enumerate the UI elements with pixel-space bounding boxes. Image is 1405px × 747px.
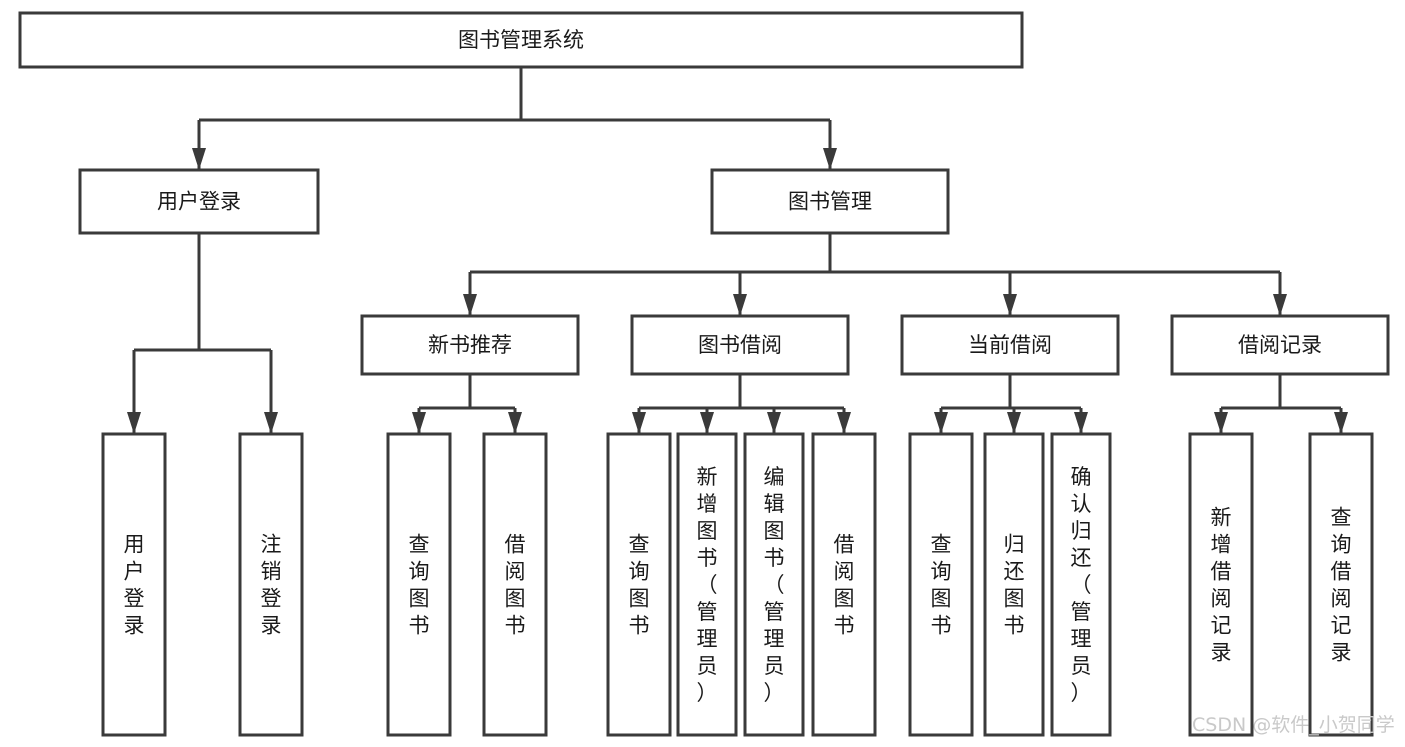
node-box-leaf-add-borrow-record[interactable] bbox=[1188, 432, 1254, 737]
leaf-fan-borrow-record-arrow-0 bbox=[1214, 412, 1228, 434]
root-to-level1-arrow-1 bbox=[823, 148, 837, 170]
leaf-fan-new-book-recommend-arrow-1 bbox=[508, 412, 522, 434]
node-box-current-borrow[interactable] bbox=[900, 314, 1120, 376]
node-label-leaf-add-borrow-record: 新增借阅记录 bbox=[1211, 506, 1232, 665]
bm-to-level2-arrow-1 bbox=[733, 294, 747, 316]
node-leaf-query-book-new[interactable]: 查询图书 bbox=[386, 432, 452, 737]
node-book-borrow[interactable]: 图书借阅 bbox=[630, 314, 850, 376]
node-label-root: 图书管理系统 bbox=[458, 28, 584, 52]
node-label-leaf-return-book: 归还图书 bbox=[1004, 533, 1025, 638]
bm-to-level2-arrow-2 bbox=[1003, 294, 1017, 316]
leaf-fan-book-borrow-arrow-3 bbox=[837, 412, 851, 434]
leaf-fan-book-borrow-arrow-0 bbox=[632, 412, 646, 434]
node-leaf-query-book-current[interactable]: 查询图书 bbox=[908, 432, 974, 737]
node-box-leaf-query-book-borrow[interactable] bbox=[606, 432, 672, 737]
node-box-book-management[interactable] bbox=[710, 168, 950, 235]
node-box-leaf-edit-book-admin[interactable] bbox=[743, 432, 805, 737]
node-leaf-borrow-book[interactable]: 借阅图书 bbox=[811, 432, 877, 737]
leaf-fan-user-login-arrow-0 bbox=[127, 412, 141, 434]
node-box-borrow-record[interactable] bbox=[1170, 314, 1390, 376]
node-label-leaf-borrow-book-new: 借阅图书 bbox=[505, 533, 526, 638]
node-leaf-confirm-return-admin[interactable]: 确认归还（管理员） bbox=[1050, 432, 1112, 737]
node-label-leaf-user-logout: 注销登录 bbox=[261, 533, 282, 638]
node-label-user-login: 用户登录 bbox=[157, 190, 241, 214]
node-box-leaf-user-logout[interactable] bbox=[238, 432, 304, 737]
node-label-leaf-query-book-borrow: 查询图书 bbox=[629, 533, 650, 638]
node-box-leaf-return-book[interactable] bbox=[983, 432, 1045, 737]
node-box-root[interactable] bbox=[18, 11, 1024, 69]
node-box-leaf-query-book-current[interactable] bbox=[908, 432, 974, 737]
root-to-level1-arrow-0 bbox=[192, 148, 206, 170]
node-label-new-book-recommend: 新书推荐 bbox=[428, 333, 512, 357]
node-label-leaf-edit-book-admin: 编辑图书（管理员） bbox=[764, 465, 785, 705]
node-borrow-record[interactable]: 借阅记录 bbox=[1170, 314, 1390, 376]
node-label-leaf-user-login: 用户登录 bbox=[124, 533, 145, 638]
node-label-leaf-query-borrow-record: 查询借阅记录 bbox=[1331, 506, 1352, 665]
node-leaf-borrow-book-new[interactable]: 借阅图书 bbox=[482, 432, 548, 737]
node-label-leaf-add-book-admin: 新增图书（管理员） bbox=[697, 465, 718, 705]
node-box-new-book-recommend[interactable] bbox=[360, 314, 580, 376]
node-box-leaf-query-book-new[interactable] bbox=[386, 432, 452, 737]
node-leaf-add-book-admin[interactable]: 新增图书（管理员） bbox=[676, 432, 738, 737]
node-box-leaf-query-borrow-record[interactable] bbox=[1308, 432, 1374, 737]
node-new-book-recommend[interactable]: 新书推荐 bbox=[360, 314, 580, 376]
node-box-leaf-borrow-book-new[interactable] bbox=[482, 432, 548, 737]
leaf-fan-new-book-recommend-arrow-0 bbox=[412, 412, 426, 434]
node-label-leaf-confirm-return-admin: 确认归还（管理员） bbox=[1071, 465, 1092, 705]
leaf-fan-current-borrow-arrow-2 bbox=[1074, 412, 1088, 434]
node-current-borrow[interactable]: 当前借阅 bbox=[900, 314, 1120, 376]
node-label-borrow-record: 借阅记录 bbox=[1238, 333, 1322, 357]
node-label-book-borrow: 图书借阅 bbox=[698, 333, 782, 357]
node-label-leaf-borrow-book: 借阅图书 bbox=[834, 533, 855, 638]
node-leaf-edit-book-admin[interactable]: 编辑图书（管理员） bbox=[743, 432, 805, 737]
leaf-fan-user-login-arrow-1 bbox=[264, 412, 278, 434]
node-box-user-login[interactable] bbox=[78, 168, 320, 235]
node-leaf-return-book[interactable]: 归还图书 bbox=[983, 432, 1045, 737]
node-user-login[interactable]: 用户登录 bbox=[78, 168, 320, 235]
node-label-leaf-query-book-current: 查询图书 bbox=[931, 533, 952, 638]
node-leaf-user-logout[interactable]: 注销登录 bbox=[238, 432, 304, 737]
node-label-current-borrow: 当前借阅 bbox=[968, 333, 1052, 357]
leaf-fan-borrow-record-arrow-1 bbox=[1334, 412, 1348, 434]
node-box-book-borrow[interactable] bbox=[630, 314, 850, 376]
bm-to-level2-arrow-3 bbox=[1273, 294, 1287, 316]
node-leaf-user-login[interactable]: 用户登录 bbox=[101, 432, 167, 737]
csdn-watermark: CSDN @软件_小贺同学 bbox=[1192, 714, 1395, 736]
node-label-book-management: 图书管理 bbox=[788, 190, 872, 214]
node-root[interactable]: 图书管理系统 bbox=[18, 11, 1024, 69]
leaf-fan-current-borrow-arrow-1 bbox=[1007, 412, 1021, 434]
leaf-fan-book-borrow-arrow-2 bbox=[767, 412, 781, 434]
bm-to-level2-arrow-0 bbox=[463, 294, 477, 316]
leaf-fan-book-borrow-arrow-1 bbox=[700, 412, 714, 434]
node-book-management[interactable]: 图书管理 bbox=[710, 168, 950, 235]
node-leaf-query-borrow-record[interactable]: 查询借阅记录 bbox=[1308, 432, 1374, 737]
nodes-layer: 图书管理系统用户登录图书管理新书推荐图书借阅当前借阅借阅记录用户登录注销登录查询… bbox=[18, 11, 1390, 737]
connectors-layer bbox=[127, 67, 1348, 434]
node-box-leaf-add-book-admin[interactable] bbox=[676, 432, 738, 737]
node-box-leaf-borrow-book[interactable] bbox=[811, 432, 877, 737]
node-leaf-add-borrow-record[interactable]: 新增借阅记录 bbox=[1188, 432, 1254, 737]
node-box-leaf-confirm-return-admin[interactable] bbox=[1050, 432, 1112, 737]
node-label-leaf-query-book-new: 查询图书 bbox=[409, 533, 430, 638]
node-box-leaf-user-login[interactable] bbox=[101, 432, 167, 737]
node-leaf-query-book-borrow[interactable]: 查询图书 bbox=[606, 432, 672, 737]
leaf-fan-current-borrow-arrow-0 bbox=[934, 412, 948, 434]
